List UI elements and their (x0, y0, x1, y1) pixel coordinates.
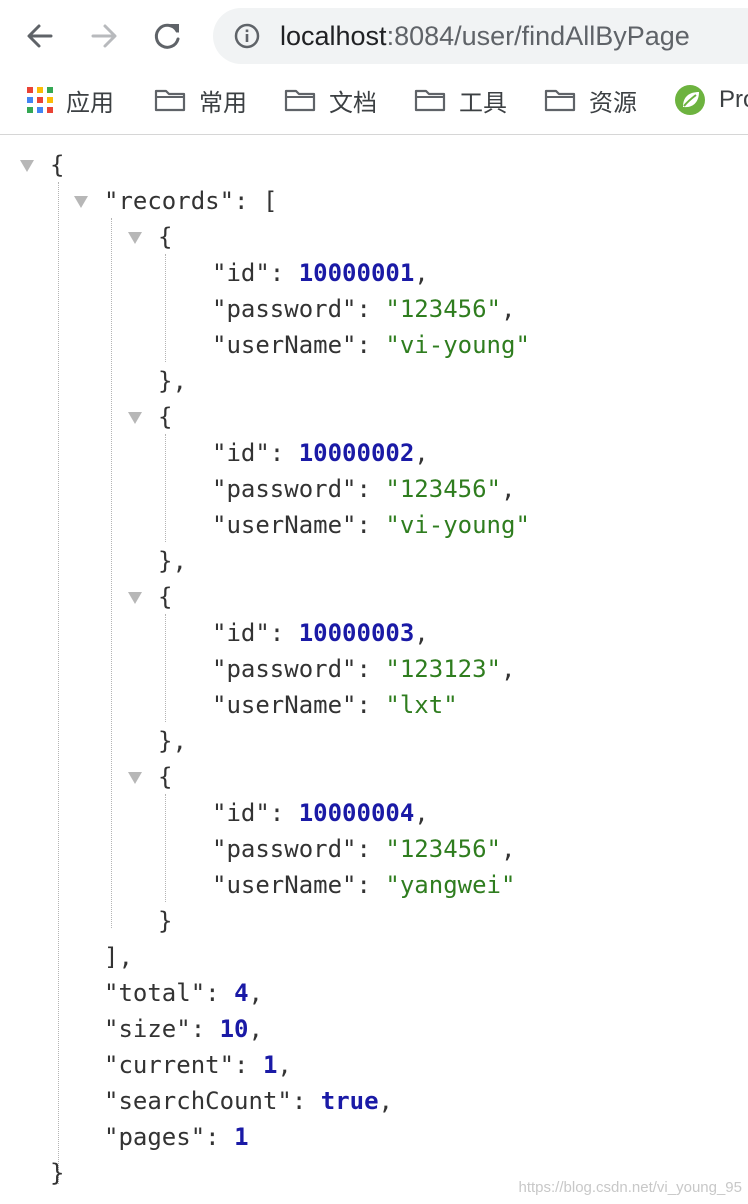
json-line-password: "password": "123456", (212, 835, 516, 863)
json-record-open: { (158, 403, 173, 431)
indent-guide (165, 434, 166, 542)
bookmark-label: 常用 (199, 89, 247, 117)
bookmark-label: 文档 (329, 89, 377, 117)
folder-icon (414, 89, 446, 112)
bookmark-label: 资源 (589, 89, 637, 117)
json-line-pages: "pages": 1 (104, 1123, 249, 1151)
json-line-records: "records": [ (104, 187, 278, 215)
url-text[interactable]: localhost:8084/user/findAllByPage (280, 21, 690, 51)
json-line-password: "password": "123456", (212, 475, 516, 503)
json-record-open: { (158, 763, 173, 791)
bookmark-apps[interactable]: 应用 (27, 85, 114, 117)
url-path: :8084/user/findAllByPage (386, 21, 690, 51)
folder-icon (284, 89, 316, 112)
folder-icon (154, 89, 186, 112)
indent-guide (58, 182, 59, 1184)
indent-guide (111, 218, 112, 928)
indent-guide (165, 254, 166, 362)
bookmark-folder-tools[interactable]: 工具 (414, 85, 507, 117)
bookmark-label: 工具 (459, 89, 507, 117)
json-line-password: "password": "123123", (212, 655, 516, 683)
arrow-right-icon (91, 24, 117, 48)
folder-icon (544, 89, 576, 112)
json-line-size: "size": 10, (104, 1015, 263, 1043)
collapse-toggle[interactable] (128, 592, 142, 604)
collapse-toggle[interactable] (128, 412, 142, 424)
browser-toolbar: localhost:8084/user/findAllByPage (0, 0, 748, 72)
json-record-open: { (158, 223, 173, 251)
json-record-close: } (158, 907, 173, 935)
bookmark-label: Pro (719, 86, 748, 113)
json-line-password: "password": "123456", (212, 295, 516, 323)
json-record-close: }, (158, 727, 187, 755)
json-line-searchcount: "searchCount": true, (104, 1087, 393, 1115)
collapse-toggle[interactable] (128, 232, 142, 244)
reload-button[interactable] (146, 14, 190, 58)
json-record-open: { (158, 583, 173, 611)
back-button[interactable] (18, 14, 62, 58)
json-record-close: }, (158, 547, 187, 575)
json-line-id: "id": 10000003, (212, 619, 429, 647)
json-close-brace: } (50, 1159, 65, 1187)
indent-guide (165, 614, 166, 722)
json-line-username: "userName": "vi-young" (212, 331, 530, 359)
bookmark-folder-resources[interactable]: 资源 (544, 85, 637, 117)
json-line-id: "id": 10000002, (212, 439, 429, 467)
apps-grid-icon (27, 87, 53, 113)
json-line-username: "userName": "lxt" (212, 691, 458, 719)
json-line-current: "current": 1, (104, 1051, 292, 1079)
bookmark-folder-common[interactable]: 常用 (154, 85, 247, 117)
collapse-toggle[interactable] (74, 196, 88, 208)
json-line-id: "id": 10000004, (212, 799, 429, 827)
bookmark-spring[interactable]: Pro (674, 85, 748, 115)
json-open-brace: { (50, 151, 65, 179)
json-record-close: }, (158, 367, 187, 395)
json-line-username: "userName": "vi-young" (212, 511, 530, 539)
json-array-close: ], (104, 943, 133, 971)
address-bar[interactable]: localhost:8084/user/findAllByPage (213, 8, 748, 64)
collapse-toggle[interactable] (20, 160, 34, 172)
info-icon[interactable] (234, 23, 260, 49)
arrow-left-icon (27, 24, 53, 48)
collapse-toggle[interactable] (128, 772, 142, 784)
bookmark-label: 应用 (66, 89, 114, 117)
json-line-username: "userName": "yangwei" (212, 871, 516, 899)
json-line-total: "total": 4, (104, 979, 263, 1007)
bookmark-folder-docs[interactable]: 文档 (284, 85, 377, 117)
spring-leaf-icon (675, 85, 705, 115)
forward-button[interactable] (82, 14, 126, 58)
watermark-text: https://blog.csdn.net/vi_young_95 (518, 1179, 743, 1196)
reload-icon (154, 23, 180, 49)
url-host: localhost (280, 21, 387, 51)
json-line-id: "id": 10000001, (212, 259, 429, 287)
json-viewer: { "records": [ { "id": 10000001, "passwo… (0, 135, 748, 1204)
bookmarks-bar: 应用 常用 文档 工具 资源 Pro (0, 72, 748, 135)
indent-guide (165, 794, 166, 902)
